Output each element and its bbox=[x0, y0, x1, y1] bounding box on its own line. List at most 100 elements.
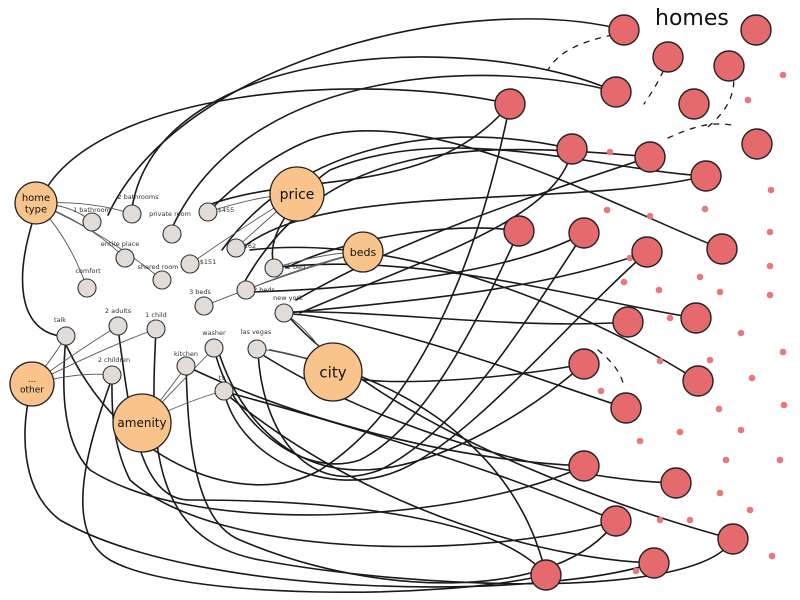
value-label-1-bed: 1 bed bbox=[287, 263, 305, 271]
home-dot bbox=[766, 228, 774, 236]
home-node[interactable] bbox=[706, 233, 738, 265]
value-node-tv[interactable] bbox=[214, 381, 234, 401]
category-node-price[interactable] bbox=[269, 166, 325, 222]
homes-title: homes bbox=[655, 6, 729, 31]
home-dot bbox=[766, 262, 774, 270]
value-node-shared-room[interactable] bbox=[152, 270, 172, 290]
home-node[interactable] bbox=[612, 306, 644, 338]
home-node[interactable] bbox=[690, 160, 722, 192]
home-node[interactable] bbox=[741, 128, 773, 160]
home-node[interactable] bbox=[680, 302, 712, 334]
graph-edge bbox=[239, 175, 707, 251]
home-node[interactable] bbox=[600, 76, 632, 108]
category-node-other[interactable] bbox=[9, 361, 55, 407]
value-node-kitchen[interactable] bbox=[176, 356, 196, 376]
graph-edge bbox=[299, 148, 573, 314]
category-node-beds[interactable] bbox=[342, 231, 384, 273]
home-dot bbox=[656, 516, 664, 524]
home-dot bbox=[656, 357, 664, 365]
value-node-entire-place[interactable] bbox=[115, 248, 135, 268]
value-node-62[interactable] bbox=[226, 238, 246, 258]
home-dot bbox=[716, 489, 724, 497]
home-dot bbox=[744, 96, 752, 104]
graph-edge bbox=[225, 393, 655, 564]
home-node[interactable] bbox=[568, 348, 600, 380]
value-label-las-vegas: las vegas bbox=[241, 328, 272, 336]
graph-nodes bbox=[9, 14, 773, 591]
graph-edge bbox=[249, 246, 699, 382]
value-label-3-beds: 3 beds bbox=[189, 288, 211, 296]
value-node-talk[interactable] bbox=[56, 326, 76, 346]
value-node-151[interactable] bbox=[180, 254, 200, 274]
home-dot bbox=[748, 374, 756, 382]
home-dot bbox=[776, 456, 784, 464]
value-node-private-room[interactable] bbox=[162, 224, 182, 244]
value-node-1-child[interactable] bbox=[146, 319, 166, 339]
home-node[interactable] bbox=[638, 547, 670, 579]
home-node[interactable] bbox=[610, 392, 642, 424]
graph-edge bbox=[171, 74, 617, 229]
value-node-new-york[interactable] bbox=[274, 303, 294, 323]
dashed-link bbox=[597, 349, 625, 387]
home-dot bbox=[746, 506, 754, 514]
home-node[interactable] bbox=[556, 133, 588, 165]
home-dot bbox=[626, 254, 634, 262]
graph-edge bbox=[21, 88, 511, 337]
home-node[interactable] bbox=[713, 50, 745, 82]
home-node[interactable] bbox=[608, 14, 640, 46]
home-node[interactable] bbox=[600, 505, 632, 537]
value-node-455[interactable] bbox=[198, 202, 218, 222]
category-node-home-type[interactable] bbox=[14, 181, 58, 225]
home-dot bbox=[767, 186, 775, 194]
home-node[interactable] bbox=[503, 215, 535, 247]
value-node-1-bathroom[interactable] bbox=[82, 212, 102, 232]
home-dot bbox=[666, 314, 674, 322]
value-node-comfort[interactable] bbox=[77, 278, 97, 298]
scatter-dots bbox=[597, 71, 788, 575]
graph-edge bbox=[62, 335, 585, 516]
home-node[interactable] bbox=[634, 141, 666, 173]
graph-edges bbox=[21, 18, 737, 593]
category-node-city[interactable] bbox=[303, 342, 363, 402]
home-dot bbox=[716, 288, 724, 296]
value-node-las-vegas[interactable] bbox=[247, 339, 267, 359]
graph-edge bbox=[81, 377, 547, 593]
graph-edge bbox=[257, 232, 585, 478]
graph-edge bbox=[271, 147, 707, 269]
home-node[interactable] bbox=[494, 88, 526, 120]
home-dot bbox=[737, 329, 745, 337]
value-node-2-children[interactable] bbox=[102, 365, 122, 385]
category-label-amenity: amenity bbox=[117, 416, 166, 430]
value-label-2-beds: 2 beds bbox=[253, 286, 275, 294]
home-node[interactable] bbox=[717, 523, 749, 555]
home-dot bbox=[737, 426, 745, 434]
home-node[interactable] bbox=[682, 365, 714, 397]
home-dot bbox=[780, 401, 788, 409]
home-node[interactable] bbox=[530, 559, 562, 591]
value-label-2-bathrooms: 2 bathrooms bbox=[117, 193, 159, 201]
home-node[interactable] bbox=[660, 467, 692, 499]
graph-edge bbox=[223, 251, 648, 481]
graph-edge bbox=[185, 367, 617, 584]
home-node[interactable] bbox=[678, 88, 710, 120]
home-node[interactable] bbox=[740, 14, 772, 46]
value-node-2-beds[interactable] bbox=[236, 280, 256, 300]
category-label-beds: beds bbox=[350, 246, 377, 259]
value-node-washer[interactable] bbox=[204, 338, 224, 358]
graph-edge bbox=[225, 391, 617, 522]
graph-edge bbox=[333, 363, 585, 383]
value-node-2-adults[interactable] bbox=[108, 316, 128, 336]
value-node-3-beds[interactable] bbox=[194, 296, 214, 316]
graph-edge bbox=[205, 103, 511, 207]
graph-edge bbox=[291, 313, 627, 409]
home-node[interactable] bbox=[568, 450, 600, 482]
home-node[interactable] bbox=[652, 41, 684, 73]
home-node[interactable] bbox=[568, 217, 600, 249]
home-dot bbox=[632, 567, 640, 575]
home-node[interactable] bbox=[631, 236, 663, 268]
category-node-amenity[interactable] bbox=[112, 393, 172, 453]
value-node-2-bathrooms[interactable] bbox=[122, 204, 142, 224]
value-node-1-bed[interactable] bbox=[264, 258, 284, 278]
graph-edge bbox=[285, 227, 520, 269]
